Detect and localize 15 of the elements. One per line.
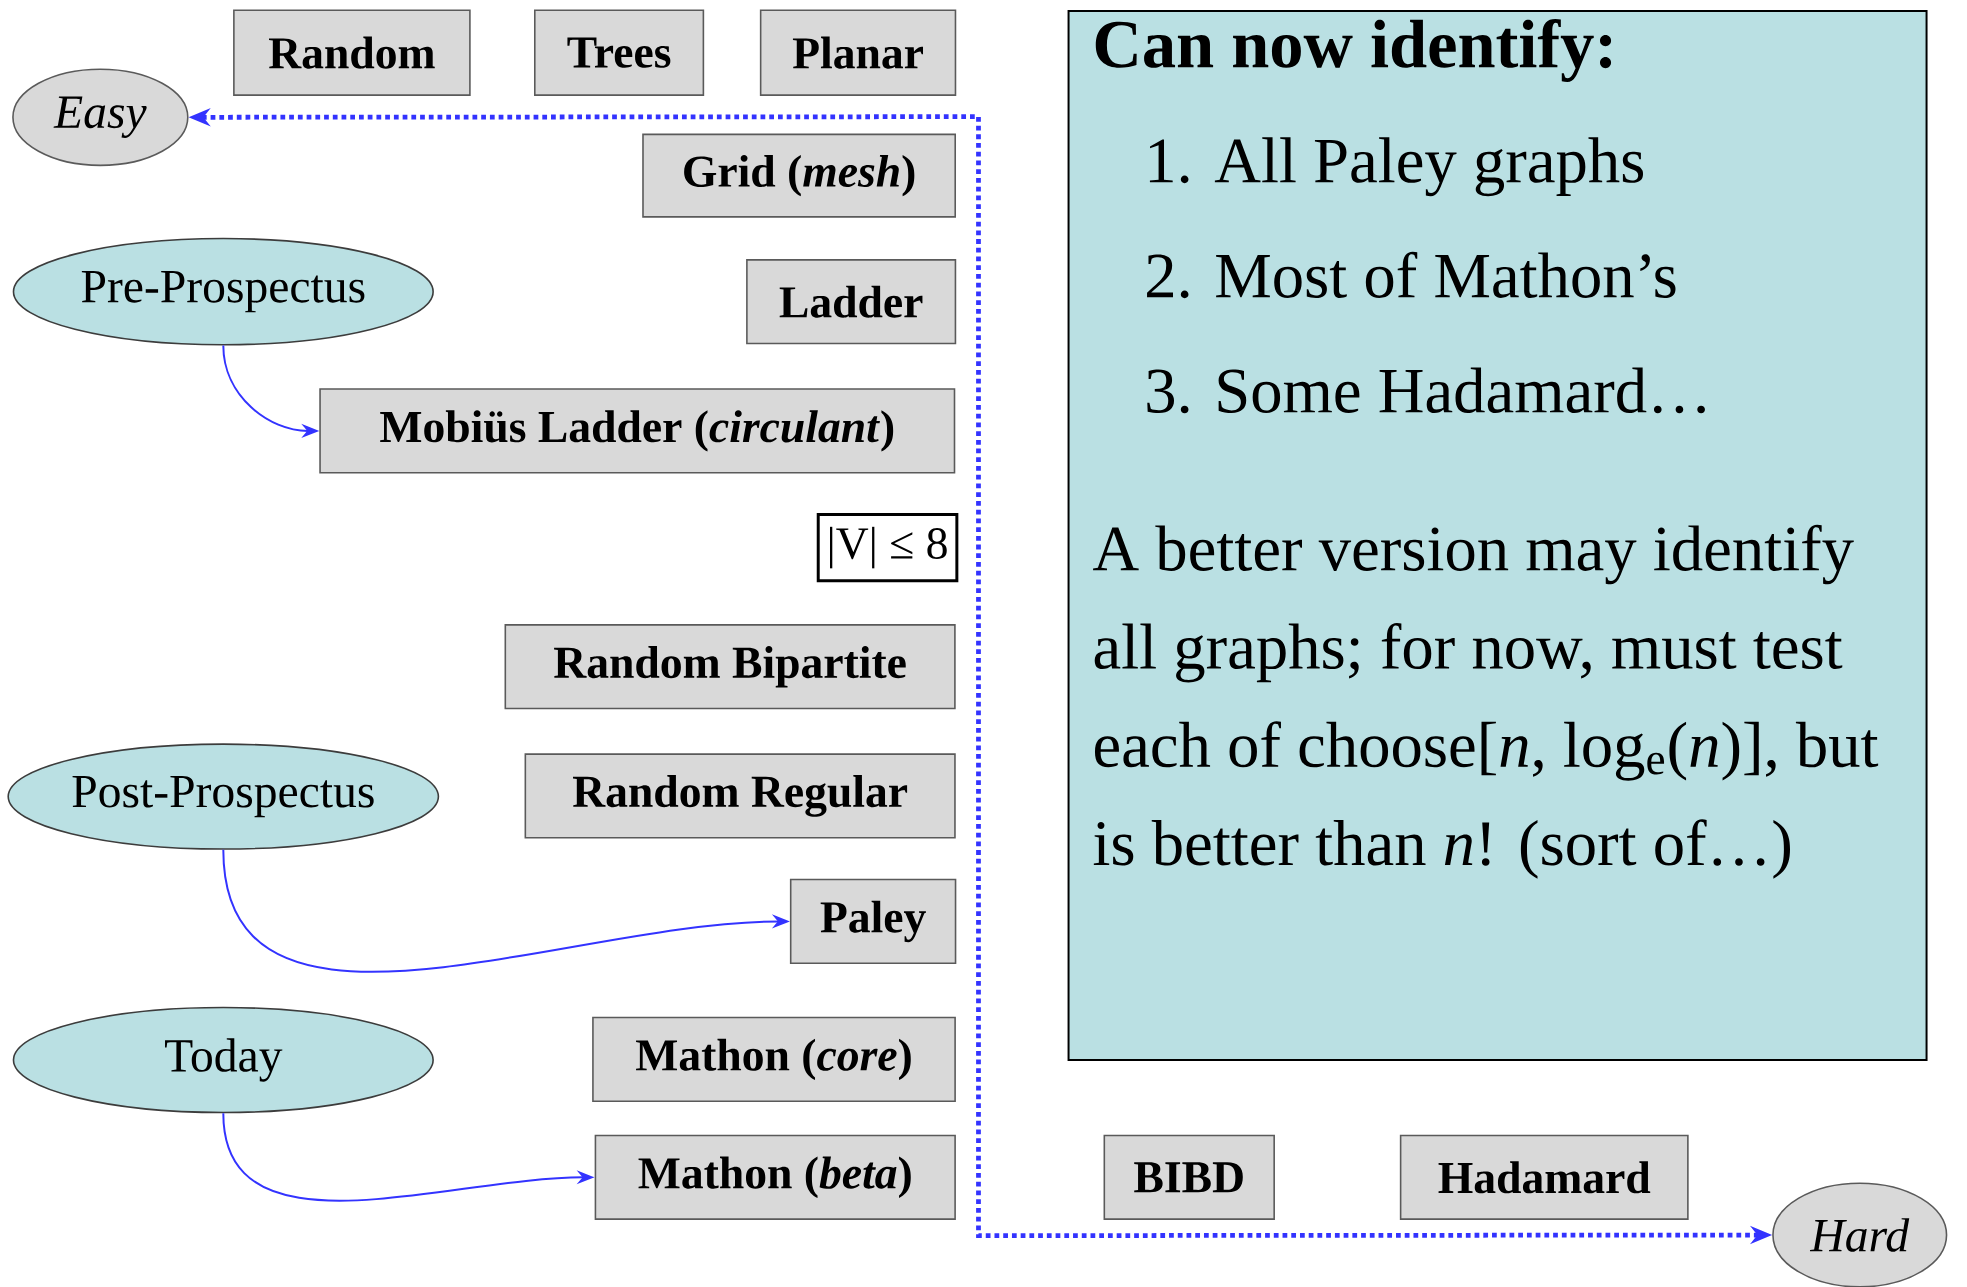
formula-box: |V| ≤ 8 xyxy=(816,512,959,583)
process-box: Ladder xyxy=(746,259,957,345)
process-box: Mathon (beta) xyxy=(594,1134,956,1220)
process-box: Grid (mesh) xyxy=(642,133,956,218)
process-box: Random Regular xyxy=(524,753,956,839)
process-box: Planar xyxy=(759,9,957,96)
process-box: Mobiüs Ladder (circulant) xyxy=(319,388,956,474)
process-box: BIBD xyxy=(1103,1134,1275,1220)
process-box: Hadamard xyxy=(1399,1134,1689,1220)
process-box: Random Bipartite xyxy=(504,624,956,710)
process-box: Random xyxy=(233,9,471,96)
process-box: Trees xyxy=(534,9,705,96)
text-panel: Can now identify: 1. All Paley graphs 2. Most of Mathon’s 3. Some Hadamard… A better version may identify all graphs; for now, must test each of choose[n, log$_{e}$(n)], but is better than n! (sort of…) xyxy=(1067,10,1928,1062)
process-box: Paley xyxy=(789,878,957,964)
process-box: Mathon (core) xyxy=(592,1016,956,1102)
